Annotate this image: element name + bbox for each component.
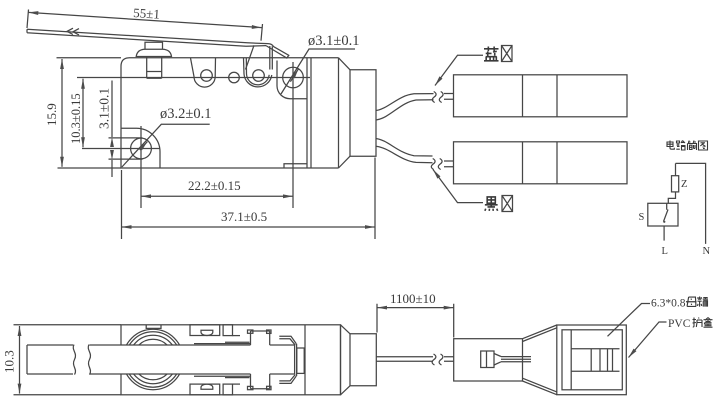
svg-text:1100±10: 1100±10 xyxy=(390,291,436,306)
svg-text:N: N xyxy=(703,246,711,257)
svg-text:ø3.2±0.1: ø3.2±0.1 xyxy=(160,106,211,122)
svg-text:3.1±0.1: 3.1±0.1 xyxy=(97,88,112,129)
svg-text:ø3.1±0.1: ø3.1±0.1 xyxy=(308,33,359,49)
svg-text:37.1±0.5: 37.1±0.5 xyxy=(221,209,267,224)
svg-text:22.2±0.15: 22.2±0.15 xyxy=(188,178,241,193)
svg-text:Z: Z xyxy=(681,179,687,190)
svg-text:L: L xyxy=(662,246,668,257)
svg-text:10.3±0.15: 10.3±0.15 xyxy=(69,93,83,144)
svg-text:PVC: PVC xyxy=(668,318,691,330)
svg-text:S: S xyxy=(639,212,645,223)
svg-text:15.9: 15.9 xyxy=(44,103,59,126)
svg-text:6.3*0.8: 6.3*0.8 xyxy=(651,298,686,310)
svg-text:10.3: 10.3 xyxy=(2,350,17,373)
svg-text:55±1: 55±1 xyxy=(133,5,161,22)
